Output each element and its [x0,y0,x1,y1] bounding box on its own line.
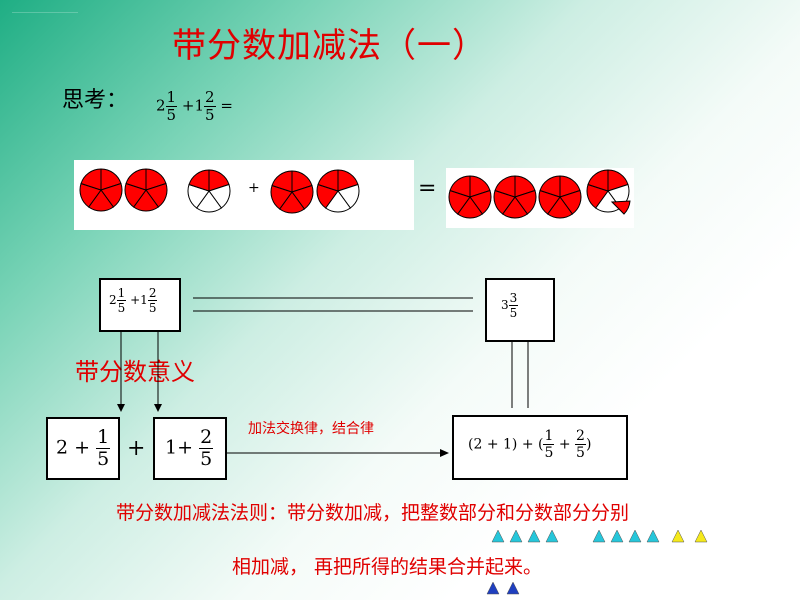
cyan-triangle-marker [545,529,559,543]
pie-circle [270,170,314,214]
cyan-triangle-marker [509,529,523,543]
yellow-triangle-marker [671,529,685,543]
pie-circle [316,169,360,213]
pie-circle [79,168,123,212]
rule-line-1: 带分数加减法法则：带分数加减，把整数部分和分数部分分别 [116,502,630,524]
blue-triangle-marker [486,581,500,595]
vertical-double-line [511,342,529,408]
pie-slice [587,169,609,192]
cyan-triangle-marker [527,529,541,543]
right-arrow [226,449,449,457]
header-decoration: …………………………… [12,8,78,15]
equality-double-line [193,297,473,312]
pie-circle [493,175,537,219]
pie-panel-left: + [74,160,414,230]
pie-circle [187,169,231,213]
pie-circle [586,169,630,213]
rule-line-2: 相加减， 再把所得的结果合并起来。 [232,556,543,578]
pie-slice [80,168,102,191]
down-arrows [117,330,162,412]
pie-equals-sign: = [418,176,437,201]
pie-circle [124,168,168,212]
think-label: 思考： [62,88,129,113]
pie-slice [539,175,561,198]
detached-pie-slice [610,200,631,215]
page-title: 带分数加减法（一） [172,26,487,66]
pie-diagram-right [448,169,631,219]
triangle-markers [486,529,708,595]
pie-slice [188,169,210,192]
cyan-triangle-marker [491,529,505,543]
cyan-triangle-marker [610,529,624,543]
pie-slice [494,175,516,198]
pie-slice [449,175,471,198]
cyan-triangle-marker [628,529,642,543]
pie-slice [317,169,339,192]
pie-circle [538,175,582,219]
mixed-number-meaning-label: 带分数意义 [75,358,195,386]
pie-slice [271,170,293,193]
commutative-associative-label: 加法交换律，结合律 [248,421,374,437]
pie-slice [125,168,147,191]
pie-circle [448,175,492,219]
cyan-triangle-marker [592,529,606,543]
yellow-triangle-marker [694,529,708,543]
pie-plus-sign: + [248,180,260,196]
cyan-triangle-marker [646,529,660,543]
blue-triangle-marker [506,581,520,595]
pie-panel-right [446,168,634,228]
pie-diagram-left: + [79,168,360,214]
plus-sign: + [127,436,146,461]
